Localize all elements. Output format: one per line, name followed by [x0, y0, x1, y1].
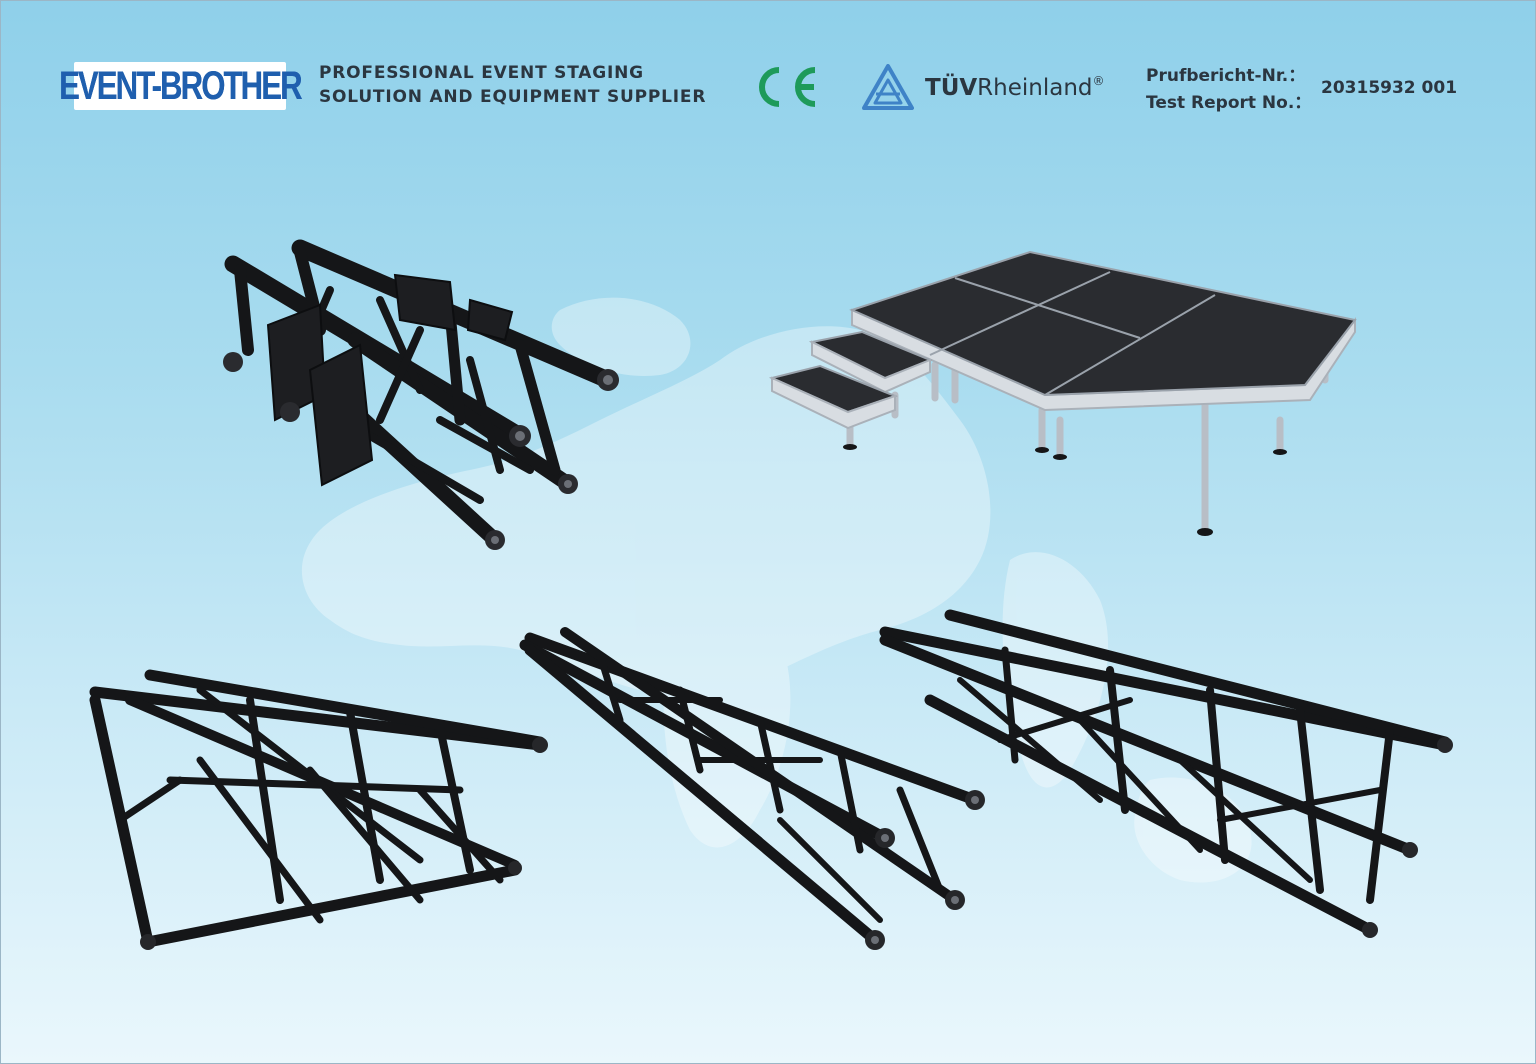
tuv-bold: TÜV [925, 75, 978, 101]
registered-mark: ® [1092, 74, 1105, 88]
tagline-line-1: PROFESSIONAL EVENT STAGING [319, 63, 644, 83]
tagline-line-2: SOLUTION AND EQUIPMENT SUPPLIER [319, 87, 707, 107]
ce-mark-icon [759, 67, 816, 107]
event-brother-logo: EVENT-BROTHER [59, 62, 303, 110]
company-tagline: PROFESSIONAL EVENT STAGING SOLUTION AND … [319, 61, 706, 109]
rheinland-text: Rheinland [977, 75, 1093, 101]
report-label-en: Test Report No.： [1146, 93, 1312, 113]
tuv-triangle-icon [862, 64, 914, 110]
test-report-number: 20315932 001 [1321, 78, 1458, 98]
test-report-labels: Prufbericht-Nr.： Test Report No.： [1146, 63, 1311, 117]
logo-text: EVENT-BROTHER [59, 63, 303, 108]
report-label-de: Prufbericht-Nr.： [1146, 66, 1306, 86]
tuv-rheinland-wordmark: TÜVRheinland® [925, 74, 1105, 101]
